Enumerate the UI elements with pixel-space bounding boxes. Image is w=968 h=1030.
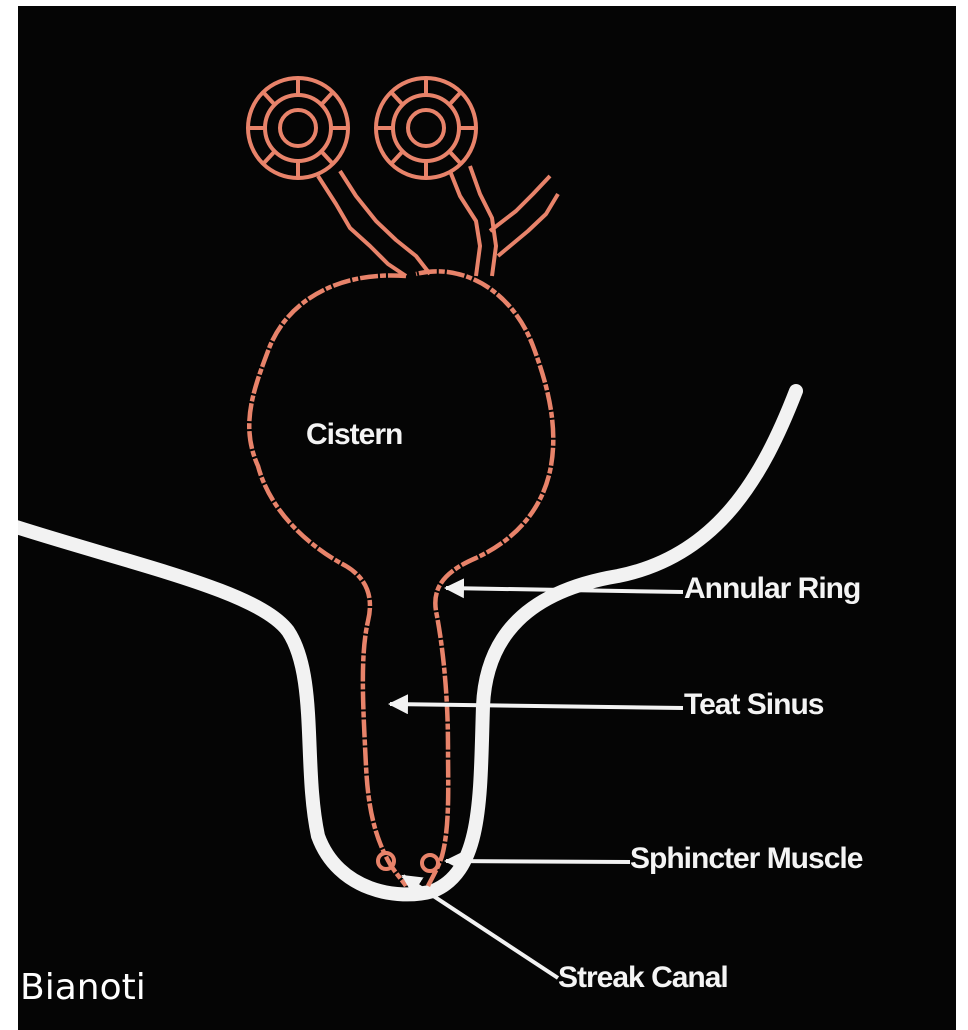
arrow-annular-ring bbox=[446, 588, 683, 592]
label-sphincter-muscle: Sphincter Muscle bbox=[630, 844, 862, 874]
label-cistern: Cistern bbox=[306, 420, 402, 450]
alveolus-left bbox=[248, 78, 348, 178]
arrow-teat-sinus bbox=[390, 704, 683, 708]
label-annular-ring: Annular Ring bbox=[684, 574, 860, 604]
cistern-and-teat-sinus-outline bbox=[249, 271, 553, 886]
arrow-streak-canal bbox=[403, 876, 558, 978]
arrow-sphincter-muscle bbox=[446, 861, 630, 862]
teat-wall bbox=[18, 391, 796, 894]
teat-anatomy-diagram: Cistern Annular Ring Teat Sinus Sphincte… bbox=[18, 6, 956, 1030]
sphincter-muscle-right bbox=[422, 855, 438, 871]
milk-ducts bbox=[318, 166, 558, 276]
label-streak-canal: Streak Canal bbox=[558, 963, 728, 993]
credit-text: Bianoti bbox=[20, 970, 146, 1006]
alveolus-right bbox=[376, 78, 476, 178]
label-teat-sinus: Teat Sinus bbox=[684, 690, 823, 720]
diagram-drawing bbox=[18, 6, 956, 1030]
